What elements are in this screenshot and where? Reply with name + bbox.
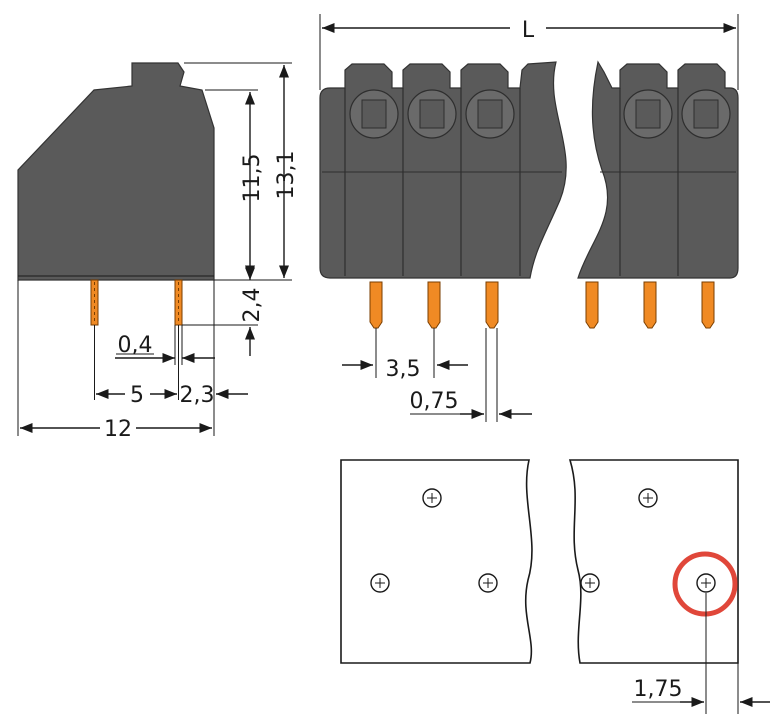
dim-pitch: 3,5 <box>386 357 421 382</box>
pcb-footprint: 1,75 <box>340 459 770 714</box>
pcb-holes <box>370 488 716 593</box>
dim-length: L <box>522 18 535 43</box>
side-housing <box>17 62 215 281</box>
front-pins <box>369 281 715 329</box>
dim-height-total: 13,1 <box>274 151 299 200</box>
dim-pin-offset: 2,3 <box>180 383 215 408</box>
dim-height-body: 11,5 <box>240 154 265 203</box>
dim-depth: 12 <box>104 417 132 442</box>
dim-edge-offset: 1,75 <box>634 677 683 702</box>
front-view: L <box>319 14 739 422</box>
dim-pin-length: 2,4 <box>240 288 265 323</box>
dim-pin-thickness: 0,75 <box>410 389 459 414</box>
highlight-ring <box>672 551 738 617</box>
dim-pin-spacing: 5 <box>130 383 144 408</box>
side-view: 13,1 11,5 2,4 0,4 5 2,3 12 <box>17 62 299 442</box>
